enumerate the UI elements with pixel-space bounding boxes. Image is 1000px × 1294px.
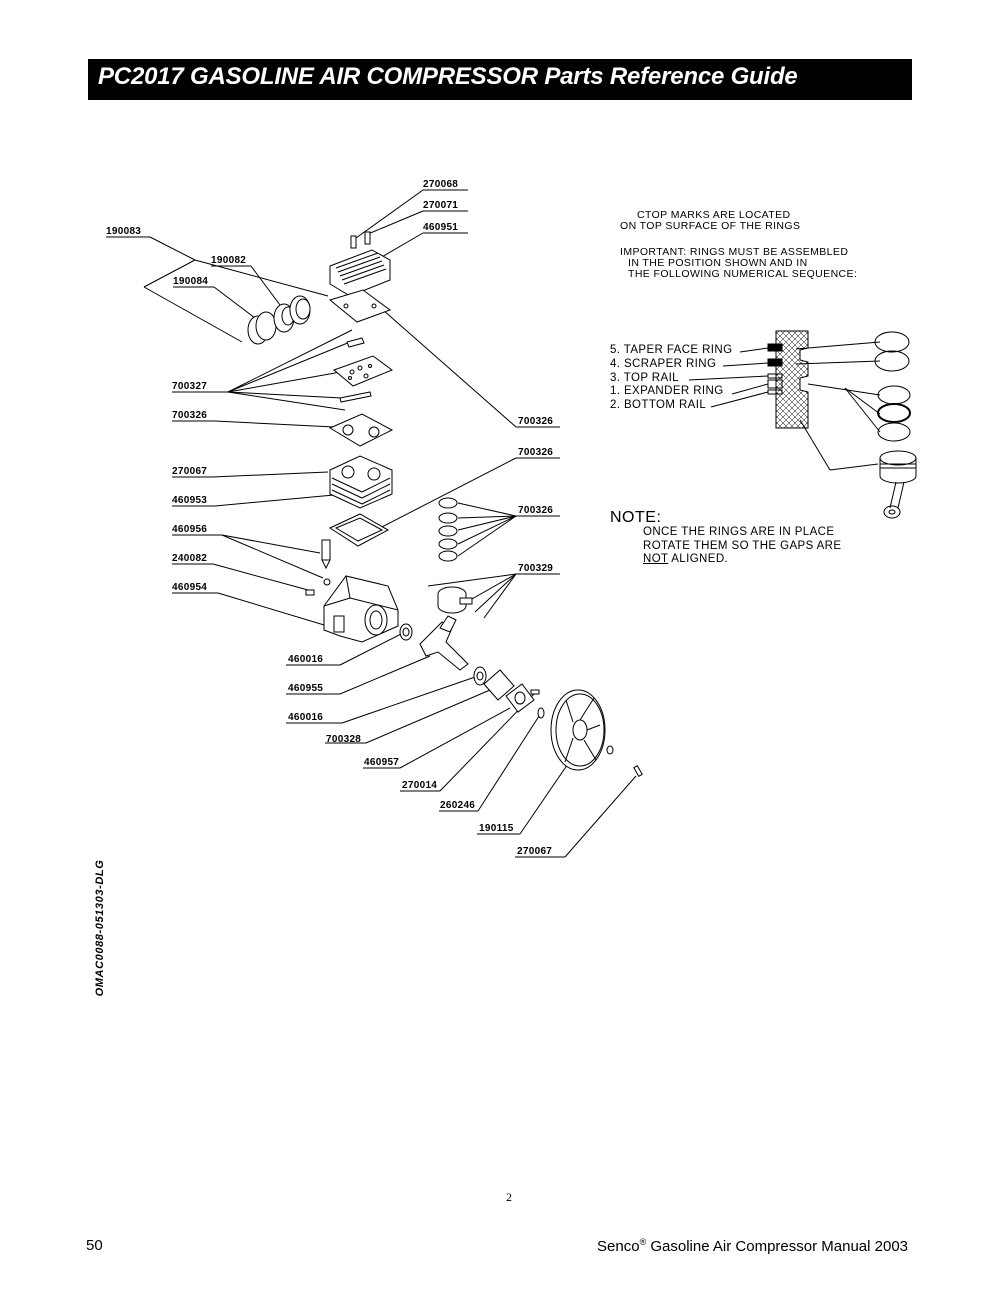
title-bar: PC2017 GASOLINE AIR COMPRESSOR Parts Ref…	[88, 59, 912, 100]
footer-manual-title: Senco® Gasoline Air Compressor Manual 20…	[597, 1237, 908, 1255]
note-line2: ROTATE THEM SO THE GAPS ARE	[643, 540, 842, 552]
ring-label-expander: 1. EXPANDER RING	[610, 385, 724, 397]
part-number: 190083	[106, 226, 142, 237]
ring-label-scraper: 4. SCRAPER RING	[610, 358, 717, 370]
center-page-number: 2	[506, 1190, 512, 1204]
ring-label-top-rail: 3. TOP RAIL	[610, 372, 679, 384]
important-note-line3: THE FOLLOWING NUMERICAL SEQUENCE:	[628, 268, 858, 280]
part-number: 270071	[423, 200, 459, 211]
part-number: 190084	[173, 276, 209, 287]
part-number: 240082	[172, 553, 208, 564]
part-number: 460016	[288, 654, 324, 665]
part-number: 270068	[423, 179, 459, 190]
registered-mark: ®	[639, 1237, 647, 1247]
part-number: 270067	[517, 846, 553, 857]
part-number: 700328	[326, 734, 362, 745]
page-title: PC2017 GASOLINE AIR COMPRESSOR Parts Ref…	[98, 63, 798, 90]
note-line3-rest: ALIGNED.	[668, 553, 729, 565]
ring-label-bottom-rail: 2. BOTTOM RAIL	[610, 399, 707, 411]
top-marks-note-line2: ON TOP SURFACE OF THE RINGS	[620, 220, 801, 232]
part-number: 700326	[518, 505, 554, 516]
ring-label-taper-face: 5. TAPER FACE RING	[610, 344, 733, 356]
note-not-emphasis: NOT	[643, 553, 669, 565]
part-number: 460951	[423, 222, 459, 233]
part-number: 700326	[172, 410, 208, 421]
part-number: 460955	[288, 683, 324, 694]
part-number: 190115	[479, 823, 514, 834]
part-number: 260246	[440, 800, 476, 811]
note-line1: ONCE THE RINGS ARE IN PLACE	[643, 526, 835, 538]
part-number: 460954	[172, 582, 208, 593]
important-note-line1: IMPORTANT: RINGS MUST BE ASSEMBLED	[620, 246, 849, 258]
part-number: 190082	[211, 255, 247, 266]
note-heading: NOTE:	[610, 509, 662, 526]
part-number: 700327	[172, 381, 208, 392]
top-marks-note-line1: CTOP MARKS ARE LOCATED	[637, 209, 791, 221]
important-note-line2: IN THE POSITION SHOWN AND IN	[628, 257, 808, 269]
note-line3: NOT ALIGNED.	[643, 553, 728, 565]
part-number: 460953	[172, 495, 208, 506]
part-number: 270014	[402, 780, 438, 791]
document-code: OMAC0088-051303-DLG	[94, 859, 106, 997]
part-number: 460957	[364, 757, 400, 768]
part-number: 460956	[172, 524, 208, 535]
part-number: 700326	[518, 447, 554, 458]
part-number: 460016	[288, 712, 324, 723]
manual-title: Gasoline Air Compressor Manual 2003	[646, 1238, 908, 1255]
brand-name: Senco	[597, 1238, 640, 1255]
part-number: 700329	[518, 563, 554, 574]
page-number: 50	[86, 1237, 103, 1254]
part-number: 700326	[518, 416, 554, 427]
part-number: 270067	[172, 466, 208, 477]
